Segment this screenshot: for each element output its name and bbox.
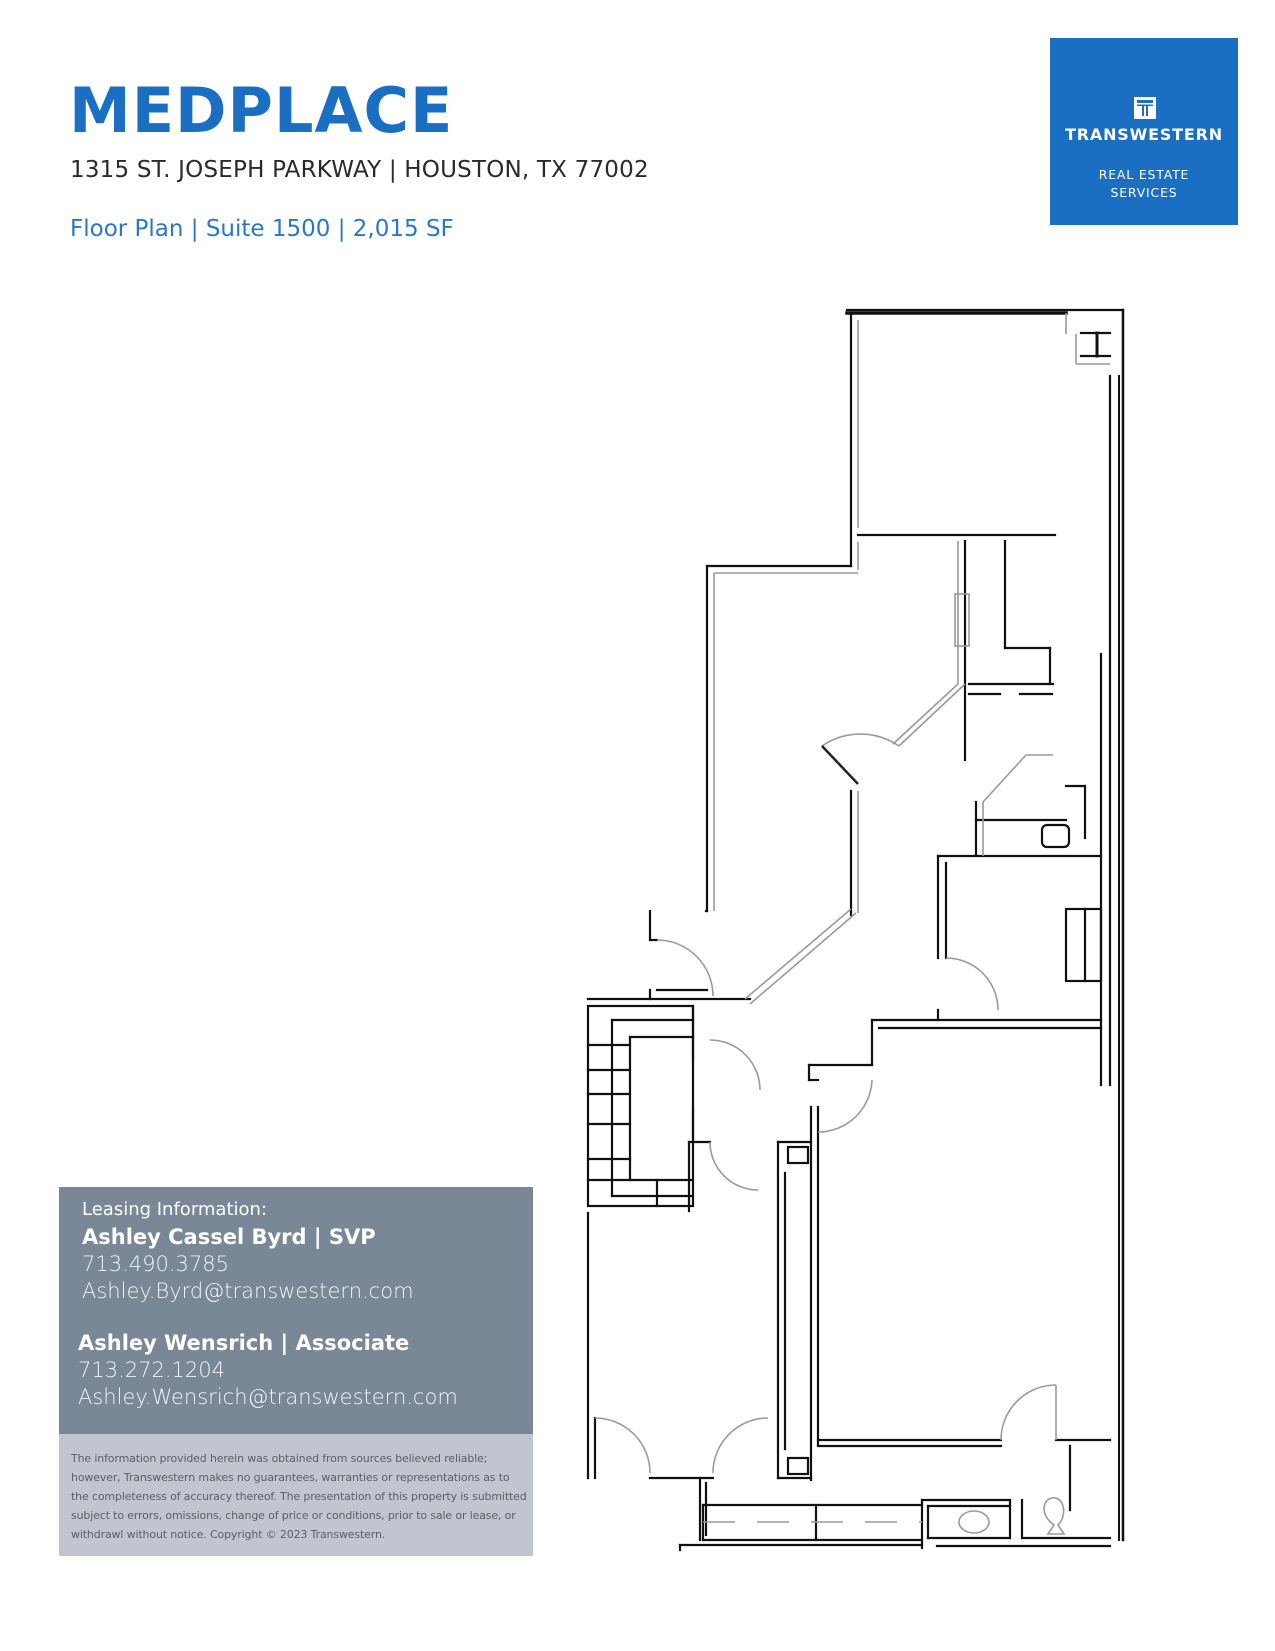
contact-card: Ashley Cassel Byrd | SVP 713.490.3785 As… xyxy=(82,1223,414,1305)
leasing-label: Leasing Information: xyxy=(82,1199,268,1220)
contact-email[interactable]: Ashley.Wensrich@transwestern.com xyxy=(78,1385,458,1409)
property-address: 1315 ST. JOSEPH PARKWAY | HOUSTON, TX 77… xyxy=(70,157,649,183)
logo-company-name: TRANSWESTERN xyxy=(1065,125,1223,144)
logo-tagline-line2: SERVICES xyxy=(1110,185,1178,200)
contact-name-title: Ashley Cassel Byrd | SVP xyxy=(82,1225,376,1249)
property-title: MEDPLACE xyxy=(69,74,454,147)
contact-email[interactable]: Ashley.Byrd@transwestern.com xyxy=(82,1279,414,1303)
contact-phone[interactable]: 713.272.1204 xyxy=(78,1358,225,1382)
disclaimer-text: The information provided herein was obta… xyxy=(71,1452,527,1541)
transwestern-logo: TRANSWESTERN REAL ESTATE SERVICES xyxy=(1050,38,1238,225)
disclaimer-panel: The information provided herein was obta… xyxy=(59,1434,533,1556)
leasing-info-panel: Leasing Information: Ashley Cassel Byrd … xyxy=(59,1187,533,1434)
contact-phone[interactable]: 713.490.3785 xyxy=(82,1252,229,1276)
contact-name-title: Ashley Wensrich | Associate xyxy=(78,1331,410,1355)
floor-plan-subtitle: Floor Plan | Suite 1500 | 2,015 SF xyxy=(70,216,454,242)
transwestern-t-icon xyxy=(1134,97,1156,119)
contact-card: Ashley Wensrich | Associate 713.272.1204… xyxy=(78,1329,458,1411)
logo-tagline-line1: REAL ESTATE xyxy=(1098,167,1190,182)
